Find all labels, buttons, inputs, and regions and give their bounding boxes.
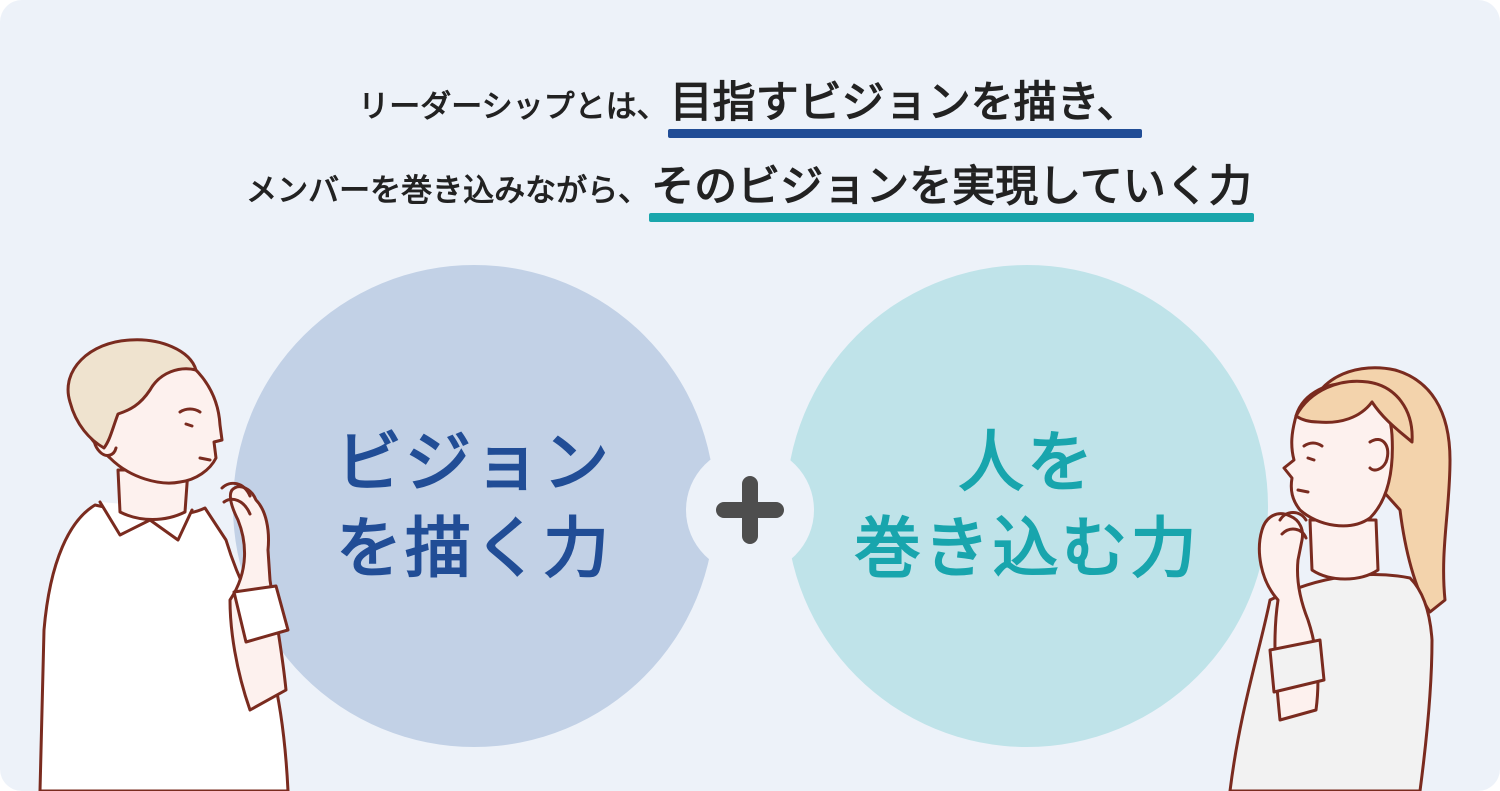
vision-circle: ビジョン を描く力: [233, 265, 715, 747]
thinking-man-illustration: [38, 338, 290, 791]
involve-circle-line-2: 巻き込む力: [854, 510, 1200, 587]
headline-line-1: リーダーシップとは、目指すビジョンを描き、: [0, 68, 1500, 138]
vision-circle-line-1: ビジョン: [336, 424, 612, 501]
vision-circle-line-2: を描く力: [336, 510, 612, 587]
headline-lead-2: メンバーを巻き込みながら、: [246, 173, 650, 209]
involve-circle-line-1: 人を: [958, 424, 1096, 501]
plus-icon: [716, 476, 784, 544]
headline-line-2: メンバーを巻き込みながら、そのビジョンを実現していく力: [0, 152, 1500, 222]
headline-emphasis-realize: そのビジョンを実現していく力: [649, 152, 1254, 222]
headline-lead-1: リーダーシップとは、: [358, 89, 668, 125]
involve-circle: 人を 巻き込む力: [786, 265, 1268, 747]
thinking-woman-illustration: [1228, 366, 1452, 791]
headline-emphasis-vision: 目指すビジョンを描き、: [667, 68, 1142, 138]
